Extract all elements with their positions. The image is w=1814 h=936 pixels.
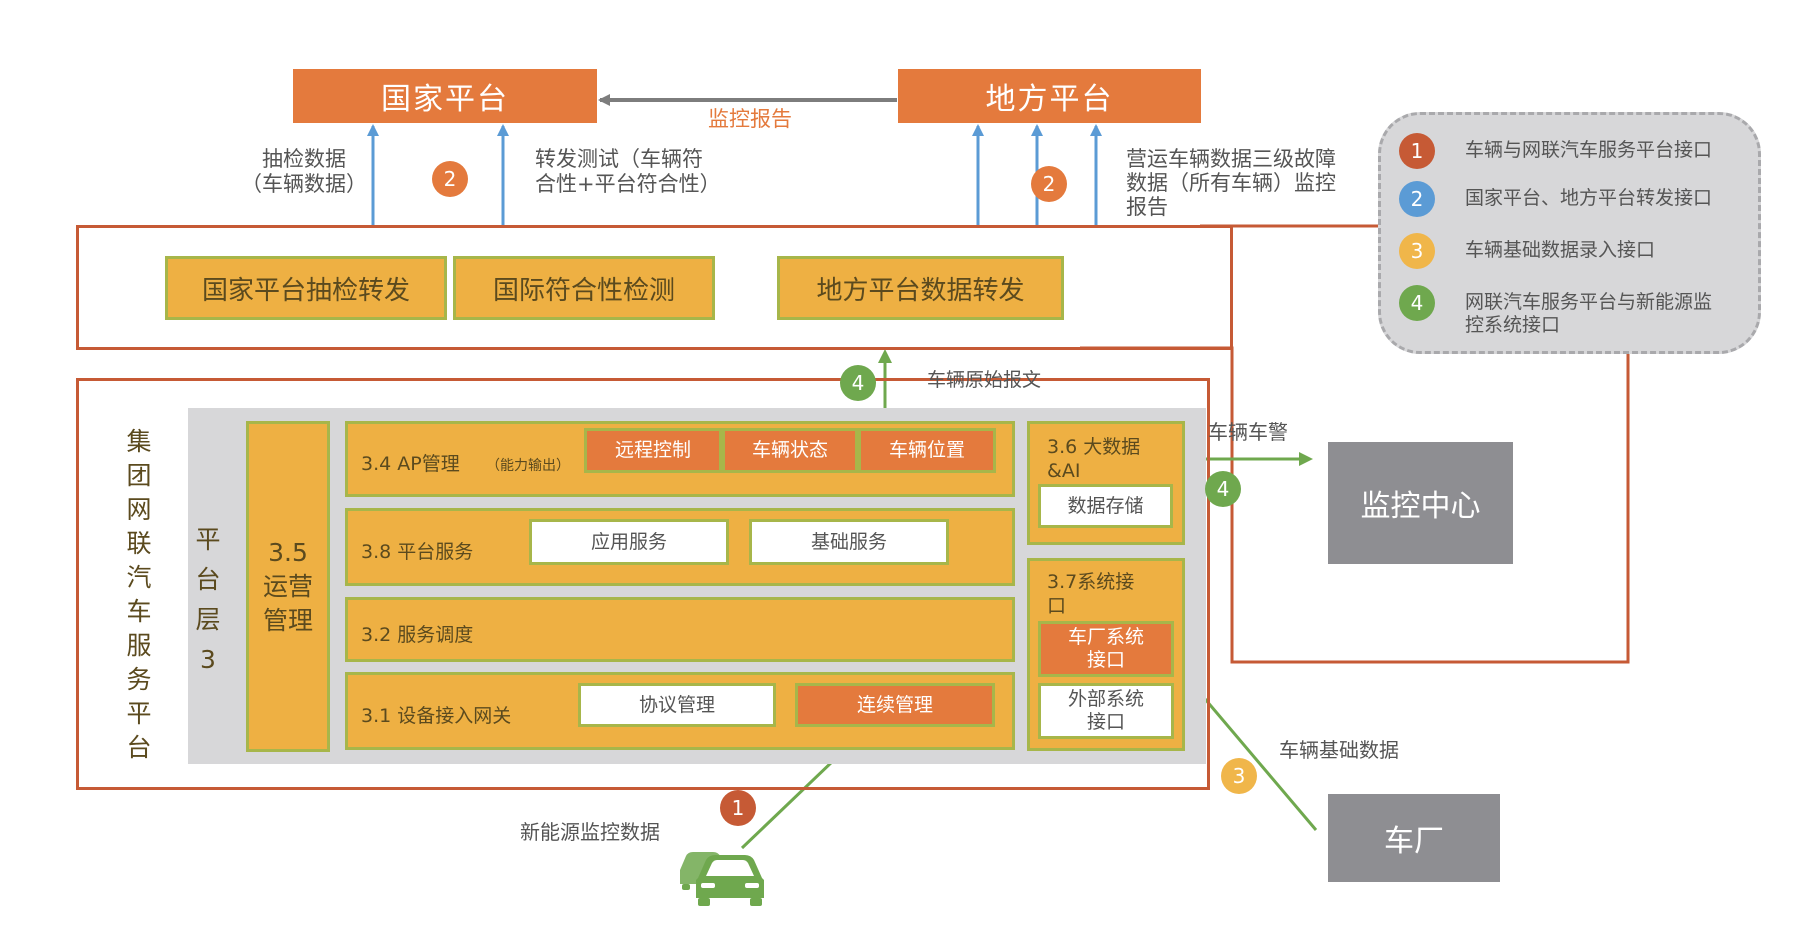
vehicle-alarm-label: 车辆车警: [1208, 420, 1288, 444]
local-forward-label: 地方平台数据转发: [816, 275, 1025, 306]
bigdata-title: 3.6 大数据 &AI: [1047, 436, 1141, 482]
legend-text: 车辆基础数据录入接口: [1465, 239, 1656, 261]
group-name-vertical: 集团网联汽车服务平台: [120, 425, 158, 765]
remote-control-box: 远程控制: [584, 428, 722, 473]
ap-small-label: （能力输出）: [486, 458, 570, 474]
raw-message-label: 车辆原始报文: [927, 369, 1042, 391]
ext-interface-label: 外部系统 接口: [1067, 688, 1144, 733]
sys-interface-title: 3.7系统接 口: [1047, 571, 1135, 617]
badge-2-left: 2: [432, 161, 468, 197]
vehicle-position-box: 车辆位置: [858, 428, 996, 473]
app-service-box: 应用服务: [529, 519, 729, 565]
vehicle-status-label: 车辆状态: [751, 439, 828, 461]
oem-interface-label: 车厂系统 接口: [1067, 626, 1144, 671]
ext-interface-box: 外部系统 接口: [1038, 683, 1174, 739]
layer-label: 平台层3: [195, 525, 221, 674]
base-service-box: 基础服务: [749, 519, 949, 565]
car-icon: [680, 852, 764, 906]
service-dispatch-box: 3.2 服务调度: [345, 597, 1015, 662]
protocol-mgmt-label: 协议管理: [638, 693, 715, 716]
legend-panel: 1 车辆与网联汽车服务平台接口 2 国家平台、地方平台转发接口 3 车辆基础数据录入接口 4…: [1378, 112, 1761, 354]
badge-3: 3: [1221, 758, 1257, 794]
badge-1: 1: [720, 790, 756, 826]
legend-text: 车辆与网联汽车服务平台接口: [1465, 139, 1713, 161]
oem-interface-box: 车厂系统 接口: [1038, 621, 1174, 677]
continuous-mgmt-label: 连续管理: [856, 693, 933, 716]
badge-4-alarm: 4: [1205, 471, 1241, 507]
monitor-center-box: 监控中心: [1328, 442, 1513, 564]
group-name-label: 集团网联汽车服务平台: [126, 427, 152, 762]
national-platform-label: 国家平台: [381, 82, 509, 117]
layer-label-vertical: 平台层3: [188, 520, 228, 680]
app-service-label: 应用服务: [590, 530, 667, 553]
spot-check-label: 抽检数据 （车辆数据）: [241, 147, 367, 196]
local-platform-box: 地方平台: [898, 69, 1201, 123]
ops-management-box: 3.5 运营 管理: [246, 421, 330, 752]
forward-test-label: 转发测试（车辆符 合性+平台符合性）: [535, 147, 721, 196]
local-platform-label: 地方平台: [985, 82, 1114, 117]
legend-badge: 1: [1399, 133, 1435, 169]
platform-frame: [76, 378, 1210, 790]
intl-conformity-box: 国际符合性检测: [453, 256, 715, 320]
ops-management-label: 3.5 运营 管理: [262, 537, 313, 635]
data-storage-label: 数据存储: [1067, 494, 1144, 517]
remote-control-label: 远程控制: [614, 439, 691, 461]
local-forward-box: 地方平台数据转发: [777, 256, 1064, 320]
monitor-center-label: 监控中心: [1360, 489, 1481, 524]
vehicle-status-box: 车辆状态: [722, 428, 858, 473]
nev-data-label: 新能源监控数据: [520, 820, 660, 844]
forwarding-frame: [76, 225, 1233, 350]
platform-service-title: 3.8 平台服务: [361, 541, 474, 563]
gateway-title: 3.1 设备接入网关: [361, 705, 512, 727]
base-data-label: 车辆基础数据: [1279, 738, 1399, 762]
national-spot-forward-box: 国家平台抽检转发: [165, 256, 447, 320]
legend-badge: 3: [1399, 233, 1435, 269]
national-platform-box: 国家平台: [293, 69, 597, 123]
oem-label: 车厂: [1384, 824, 1444, 859]
oem-box: 车厂: [1328, 794, 1500, 882]
continuous-mgmt-box: 连续管理: [795, 683, 995, 727]
badge-2-right: 2: [1031, 166, 1067, 202]
legend-badge: 4: [1399, 285, 1435, 321]
base-service-label: 基础服务: [810, 530, 887, 553]
legend-text: 网联汽车服务平台与新能源监 控系统接口: [1465, 291, 1713, 336]
ap-title: 3.4 AP管理: [361, 453, 460, 475]
legend-badge: 2: [1399, 181, 1435, 217]
data-storage-box: 数据存储: [1038, 484, 1173, 528]
intl-conformity-label: 国际符合性检测: [492, 275, 675, 306]
badge-4-raw: 4: [840, 365, 876, 401]
protocol-mgmt-box: 协议管理: [578, 683, 776, 727]
service-dispatch-title: 3.2 服务调度: [361, 624, 474, 646]
vehicle-position-label: 车辆位置: [888, 439, 965, 461]
fault-report-label: 营运车辆数据三级故障 数据（所有车辆）监控 报告: [1126, 147, 1336, 219]
monitor-report-label: 监控报告: [708, 107, 792, 131]
legend-text: 国家平台、地方平台转发接口: [1465, 187, 1713, 209]
national-spot-forward-label: 国家平台抽检转发: [201, 275, 410, 306]
